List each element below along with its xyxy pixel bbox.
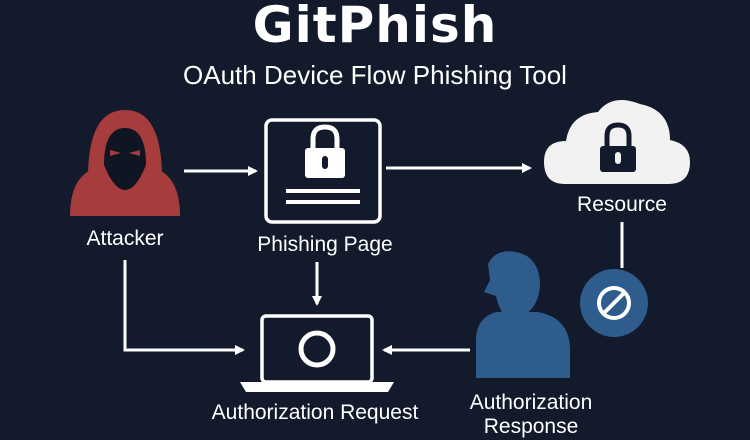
lock-page-icon [264, 118, 382, 224]
diagram-title: GitPhish [252, 0, 498, 54]
laptop-icon [240, 314, 394, 392]
attacker-label: Attacker [86, 227, 164, 250]
user-icon [476, 251, 570, 378]
victim-label-line2: Response [483, 415, 579, 438]
phishing-page-label: Phishing Page [257, 233, 393, 256]
resource-label: Resource [577, 193, 667, 216]
hooded-attacker-icon [70, 110, 180, 216]
blocked-icon [580, 269, 648, 337]
diagram-subtitle: OAuth Device Flow Phishing Tool [183, 60, 567, 90]
authorization-request-label: Authorization Request [211, 401, 419, 424]
diagram-canvas [70, 99, 690, 392]
cloud-lock-icon [544, 99, 690, 184]
victim-label-line1: Authorization [469, 391, 593, 414]
connector-attacker-to-request [123, 260, 245, 355]
